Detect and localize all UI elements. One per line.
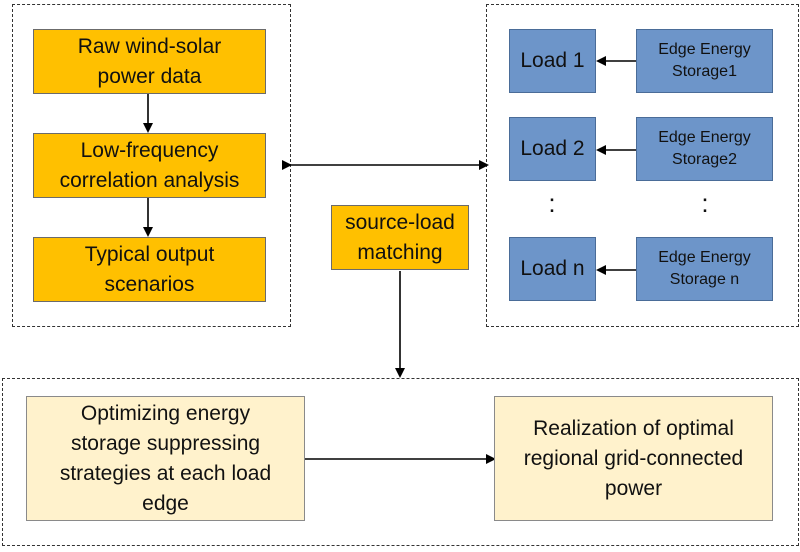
storage-ellipsis: :: [701, 188, 709, 218]
correlation-label: Low-frequency correlation analysis: [59, 138, 240, 192]
storage-1-box: Edge Energy Storage1: [636, 29, 773, 93]
load-ellipsis: :: [548, 188, 556, 218]
scenarios-box: Typical output scenarios: [33, 237, 266, 302]
strategy-box: Optimizing energy storage suppressing st…: [26, 396, 305, 521]
correlation-box: Low-frequency correlation analysis: [33, 133, 266, 198]
bottom-group-frame: [2, 378, 799, 546]
storage-1-label: Edge Energy Storage1: [658, 41, 751, 80]
storage-2-label: Edge Energy Storage2: [658, 129, 751, 168]
raw-data-box: Raw wind-solar power data: [33, 29, 266, 94]
result-label: Realization of optimal regional grid-con…: [523, 416, 744, 500]
load-2-label: Load 2: [520, 137, 585, 160]
matching-label: source-load matching: [345, 210, 455, 264]
load-1-label: Load 1: [520, 49, 585, 72]
matching-box: source-load matching: [331, 205, 469, 270]
raw-data-label: Raw wind-solar power data: [77, 34, 222, 88]
load-1-box: Load 1: [509, 29, 596, 93]
load-n-label: Load n: [520, 257, 585, 280]
strategy-label: Optimizing energy storage suppressing st…: [59, 401, 272, 515]
storage-n-label: Edge Energy Storage n: [658, 249, 751, 288]
load-2-box: Load 2: [509, 117, 596, 181]
scenarios-label: Typical output scenarios: [84, 242, 215, 296]
result-box: Realization of optimal regional grid-con…: [494, 396, 773, 521]
storage-n-box: Edge Energy Storage n: [636, 237, 773, 301]
load-n-box: Load n: [509, 237, 596, 301]
storage-2-box: Edge Energy Storage2: [636, 117, 773, 181]
